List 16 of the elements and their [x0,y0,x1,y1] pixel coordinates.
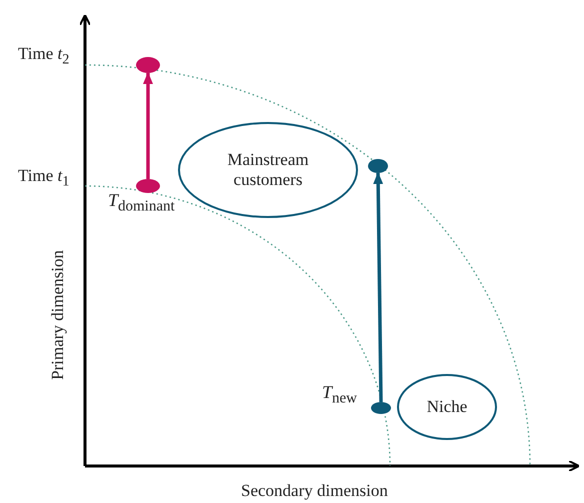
arrow [373,172,384,402]
point-label: T$_{new}$ [322,382,358,408]
ellipse [397,374,497,440]
point-marker [136,57,160,73]
point-marker [368,159,388,173]
axis-tick-label: Time t$_{2}$ [18,44,70,68]
ellipse-label: Niche [426,397,468,417]
point-label: T$_{dominant}$ [108,190,175,216]
point-marker [136,179,160,193]
ellipse [178,122,358,218]
point-marker [371,402,391,414]
axis-title: Primary dimension [48,250,68,380]
axis-title: Secondary dimension [241,481,388,501]
ellipse-label: Mainstream customers [226,150,310,190]
arrow [143,72,153,179]
axis-tick-label: Time t$_{1}$ [18,166,70,190]
